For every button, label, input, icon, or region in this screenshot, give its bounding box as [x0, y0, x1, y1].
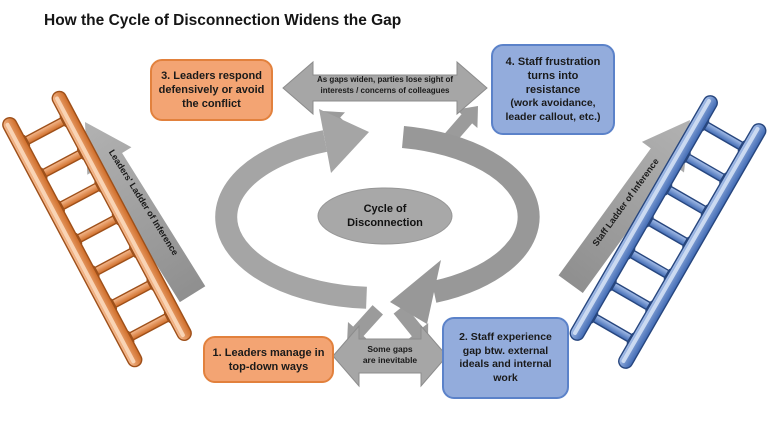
step-4-box: 4. Staff frustration turns into resistan…: [491, 44, 615, 135]
connector-arrow-down-right-icon: [393, 304, 429, 345]
top-arrow-label-line2: interests / concerns of colleagues: [320, 85, 450, 95]
step-2-label: 2. Staff experience gap btw. external id…: [459, 331, 552, 384]
step-4-label: 4. Staff frustration turns into resistan…: [505, 56, 601, 96]
cycle-arc-left: [215, 130, 367, 309]
staff-ladder-icon: [569, 95, 767, 369]
step-1-label: 1. Leaders manage in top-down ways: [212, 346, 325, 373]
bottom-arrow-label-line2: are inevitable: [362, 355, 418, 365]
step-1-box: 1. Leaders manage in top-down ways: [203, 336, 334, 383]
step-3-box: 3. Leaders respond defensively or avoid …: [150, 59, 273, 121]
cycle-arc-right-arrowhead-icon: [390, 260, 441, 324]
cycle-arc-left-arrowhead-icon: [319, 109, 369, 173]
cycle-arc-right: [401, 126, 540, 303]
step-4-sublabel: (work avoidance, leader callout, etc.): [505, 97, 601, 123]
top-double-arrow: [282, 60, 488, 116]
bottom-arrow-label-line1: Some gaps: [367, 344, 413, 354]
diagram-title: How the Cycle of Disconnection Widens th…: [44, 12, 402, 29]
top-arrow-label: As gaps widen, parties lose sight of int…: [295, 75, 475, 96]
leaders-ladder-icon: [2, 90, 192, 368]
top-arrow-label-line1: As gaps widen, parties lose sight of: [316, 75, 454, 84]
step-2-box: 2. Staff experience gap btw. external id…: [442, 317, 569, 399]
bottom-arrow-label: Some gaps are inevitable: [345, 344, 435, 366]
center-ellipse: [317, 187, 453, 245]
step-3-label: 3. Leaders respond defensively or avoid …: [158, 70, 265, 110]
center-ellipse-label: Cycle of Disconnection: [347, 203, 423, 229]
